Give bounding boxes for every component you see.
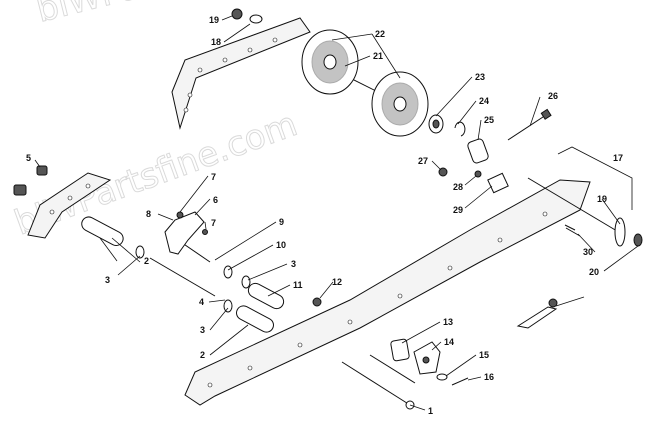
callout-12: 12: [332, 277, 342, 287]
callout-9: 9: [279, 217, 284, 227]
callout-17: 17: [613, 153, 623, 163]
callout-8: 8: [146, 209, 151, 219]
rear-idler-wheel-assembly: [301, 29, 429, 137]
callout-23: 24: [479, 96, 489, 106]
callout-4: 4: [199, 297, 204, 307]
front-arm-assembly: [81, 211, 322, 333]
callout-2-bottom: 2: [200, 350, 205, 360]
rear-axle-assembly: [527, 146, 643, 247]
bearing-stack: [428, 114, 489, 164]
callout-labels: 19 18 22 21 23 24 25 26 27 28 29 17 19 3…: [26, 15, 623, 416]
left-slide-rail: [27, 172, 112, 239]
callout-19-top: 19: [209, 15, 219, 25]
callout-26: 27: [418, 156, 428, 166]
rear-bracket-assembly: [390, 338, 469, 386]
callout-7-mid: 7: [211, 218, 216, 228]
callout-6: 6: [213, 195, 218, 205]
callout-16: 16: [484, 372, 494, 382]
callout-24: 25: [484, 115, 494, 125]
callout-3-bottom: 3: [200, 325, 205, 335]
callout-18-top: 18: [211, 37, 221, 47]
callout-14: 14: [444, 337, 454, 347]
callout-20: 21: [373, 51, 383, 61]
upper-rail-fragment: [171, 17, 311, 130]
callout-11: 11: [293, 280, 303, 290]
callout-2-left: 2: [144, 256, 149, 266]
bolt-1: [341, 354, 416, 410]
callout-27: 28: [453, 182, 463, 192]
main-slide-rail: [184, 179, 591, 406]
callout-15: 15: [479, 350, 489, 360]
callout-5: 5: [26, 153, 31, 163]
callout-3-left: 3: [105, 275, 110, 285]
leader-lines: [34, 15, 639, 411]
clip-30-assembly: [516, 227, 581, 329]
callout-25: 26: [548, 91, 558, 101]
callout-10: 10: [276, 240, 286, 250]
callout-1: 1: [428, 406, 433, 416]
callout-21: 22: [375, 29, 385, 39]
bumper-set-left: [13, 8, 263, 196]
bolt-25: [507, 108, 552, 141]
callout-29: 30: [583, 247, 593, 257]
callout-3-right: 3: [291, 259, 296, 269]
callout-28: 29: [453, 205, 463, 215]
callout-7-top: 7: [211, 172, 216, 182]
callout-18-right: 19: [597, 194, 607, 204]
callout-13: 13: [443, 317, 453, 327]
callout-19-right: 20: [589, 267, 599, 277]
callout-22: 23: [475, 72, 485, 82]
